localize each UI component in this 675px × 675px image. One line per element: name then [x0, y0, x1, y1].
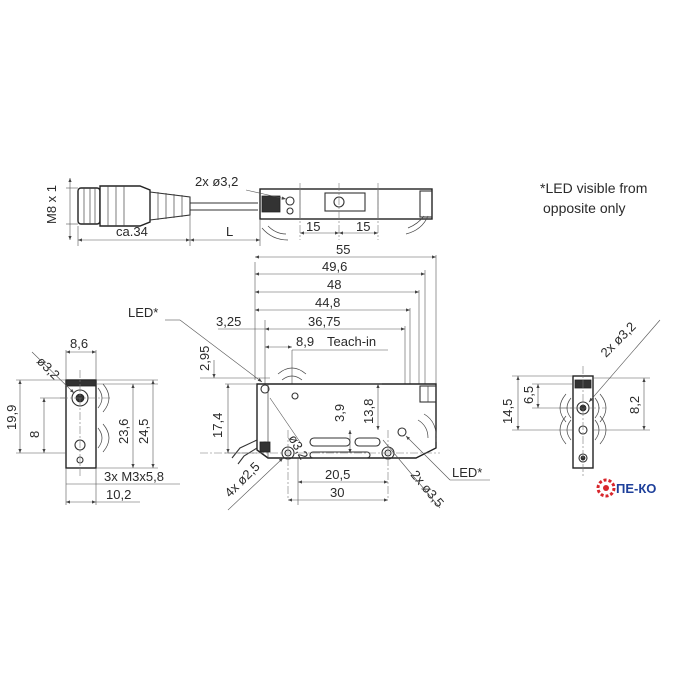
led-note-line2: opposite only — [543, 200, 626, 216]
label-24-5: 24,5 — [136, 419, 151, 444]
label-L: L — [226, 224, 233, 239]
sensor-top-view — [259, 183, 433, 240]
logo-text: ПЕ-КО — [616, 481, 656, 496]
label-3-9: 3,9 — [332, 404, 347, 422]
peko-logo: ПЕ-КО — [596, 478, 656, 498]
label-30: 30 — [330, 485, 344, 500]
sensor-front-view — [200, 383, 440, 500]
label-6-5: 6,5 — [521, 386, 536, 404]
label-teach-in: Teach-in — [327, 334, 376, 349]
led-note-line1: *LED visible from — [540, 180, 647, 196]
label-3x-m3: 3x M3x5,8 — [104, 469, 164, 484]
right-side-view: 2x ø3,2 14,5 6,5 8,2 — [500, 319, 661, 478]
label-55: 55 — [336, 242, 350, 257]
label-2x-3-5: 2x ø3,5 — [408, 467, 447, 510]
label-49-6: 49,6 — [322, 259, 347, 274]
label-20-5: 20,5 — [325, 467, 350, 482]
label-19-9: 19,9 — [4, 405, 19, 430]
label-15a: 15 — [306, 219, 320, 234]
label-8-2: 8,2 — [627, 396, 642, 414]
label-4x-2-5: 4x ø2,5 — [222, 459, 263, 500]
led-note: *LED visible from opposite only — [540, 180, 647, 216]
label-17-4: 17,4 — [210, 413, 225, 438]
label-14-5: 14,5 — [500, 399, 515, 424]
label-led-bottom: LED* — [452, 465, 482, 480]
label-8-9: 8,9 — [296, 334, 314, 349]
label-23-6: 23,6 — [116, 419, 131, 444]
label-44-8: 44,8 — [315, 295, 340, 310]
label-2x-3-2-right: 2x ø3,2 — [598, 319, 639, 360]
left-side-view: 8,6 ø3,2 19,9 8 23,6 24,5 3x M3x5,8 10,2 — [4, 336, 180, 505]
label-led-top: LED* — [128, 305, 158, 320]
front-view: 55 49,6 48 44,8 36,75 3,25 LED* 2,95 8,9… — [128, 242, 490, 511]
label-15b: 15 — [356, 219, 370, 234]
label-m8: M8 x 1 — [44, 185, 59, 224]
label-ca34: ca.34 — [116, 224, 148, 239]
label-2-95: 2,95 — [197, 346, 212, 371]
label-10-2: 10,2 — [106, 487, 131, 502]
m8-connector — [77, 185, 258, 227]
label-48: 48 — [327, 277, 341, 292]
label-top-hole: 2x ø3,2 — [195, 174, 238, 189]
label-8-6: 8,6 — [70, 336, 88, 351]
label-3-25: 3,25 — [216, 314, 241, 329]
label-13-8: 13,8 — [361, 399, 376, 424]
label-36-75: 36,75 — [308, 314, 341, 329]
gear-icon — [596, 478, 616, 498]
label-8: 8 — [27, 431, 42, 438]
top-view: M8 x 1 2x ø3,2 ca.34 L — [44, 174, 433, 246]
